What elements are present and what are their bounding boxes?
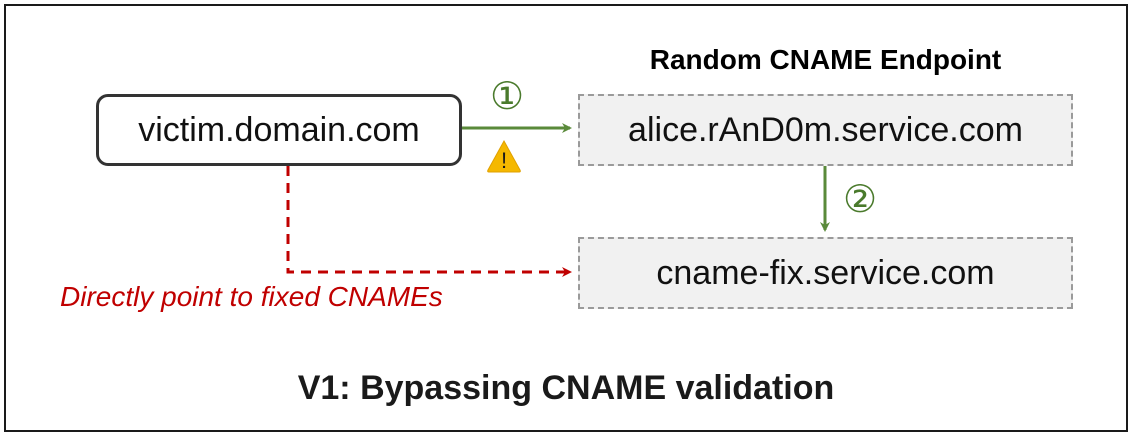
fixed-cname-text: cname-fix.service.com — [656, 253, 995, 292]
random-cname-endpoint-label: Random CNAME Endpoint — [649, 44, 1002, 75]
victim-domain-node: victim.domain.com — [96, 94, 462, 166]
random-cname-node: alice.rAnD0m.service.com — [578, 94, 1073, 166]
step-1-marker: ① — [490, 76, 525, 118]
fixed-cname-node: cname-fix.service.com — [578, 237, 1073, 309]
direct-point-label: Directly point to fixed CNAMEs — [60, 281, 443, 312]
diagram-title: V1: Bypassing CNAME validation — [297, 369, 835, 407]
step-2-marker: ② — [843, 179, 878, 221]
random-cname-text: alice.rAnD0m.service.com — [628, 110, 1023, 149]
warning-triangle-icon: ! — [487, 139, 521, 173]
warning-mark: ! — [501, 148, 507, 173]
victim-domain-text: victim.domain.com — [138, 110, 420, 149]
